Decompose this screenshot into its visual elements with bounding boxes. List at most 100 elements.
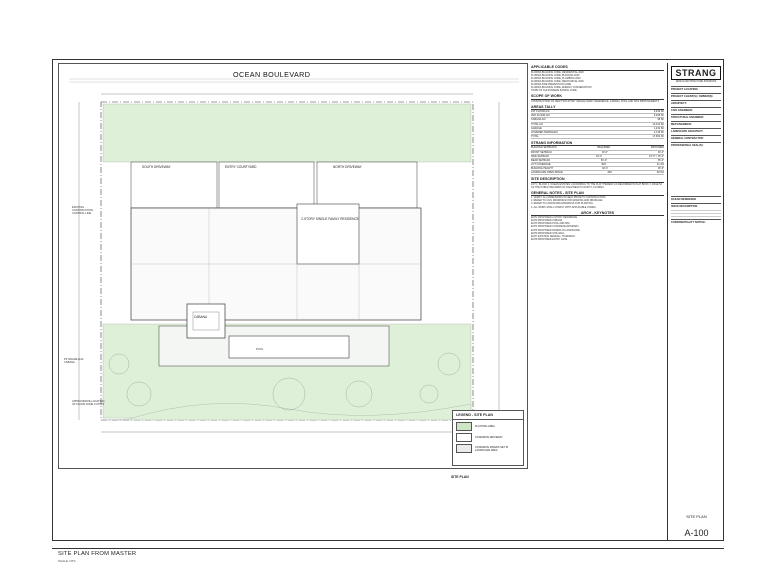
code-item: FLORIDA BUILDING CODE, ENERGY CONSERVATI…: [531, 85, 592, 89]
confidentiality-section: CONFIDENTIALITY NOTICE:: [671, 218, 721, 224]
general-note: 3. REFER TO LANDSCAPE DRAWINGS FOR PLANT…: [531, 202, 594, 206]
cabana-inner: [192, 311, 220, 331]
grid-ticks: [69, 78, 519, 83]
zoning-label: BUILDING SETBACKS: [531, 146, 557, 150]
civil-head: CIVIL ENGINEER:: [671, 108, 693, 112]
entry-courtyard-label: ENTRY COURTYARD: [225, 165, 257, 169]
area-label: 1ST FLOOR A/C: [531, 110, 550, 114]
keynote-item: ECH5 PROPOSED PAVERS IN LANDSCAPE: [531, 228, 580, 232]
applicable-codes-title: APPLICABLE CODES: [531, 65, 664, 71]
site-description-text: LOT 1, BLOCK 2, OCEAN ESTATES, ACCORDING…: [531, 182, 662, 189]
area-value: 1,231 SF: [653, 126, 664, 130]
structural-head: STRUCTURAL ENGINEER:: [671, 115, 704, 119]
table-row: 2ND FLOOR A/C 6,045 SF: [531, 114, 664, 119]
pump-note: PP GRADE ALM CABANA: [64, 358, 84, 364]
footer-scale: SCALE: NTS: [58, 559, 76, 563]
zoning-required: 15'-0": [596, 154, 603, 158]
area-value: 6,045 SF: [653, 114, 664, 118]
zoning-required: 50'-0": [600, 158, 608, 162]
area-value: 6,919 SF: [653, 110, 664, 114]
zoning-provided: 60'-0": [657, 150, 664, 154]
seal-section: PROFESSIONAL SEAL(S):: [671, 141, 721, 194]
general-note: 1. VERIFY ALL DIMENSIONS IN FIELD PRIOR …: [531, 196, 606, 200]
confidentiality-head: CONFIDENTIALITY NOTICE:: [671, 220, 706, 224]
title-block: STRANG DESIGN ARCHITECTURE INTERIORS PRO…: [667, 63, 724, 541]
sheet-number: A-100: [684, 528, 709, 538]
table-row: REAR SETBACK 50'-0" 86'-0": [531, 159, 664, 163]
project-location-head: PROJECT LOCATION:: [671, 87, 699, 91]
table-row: GARAGE 1,231 SF: [531, 127, 664, 131]
notes-column: APPLICABLE CODES FLORIDA BUILDING CODE, …: [531, 63, 664, 536]
code-item: FLORIDA BUILDING CODE, MECHANICAL 2020: [531, 79, 584, 83]
zoning-provided: 21.4%: [656, 162, 664, 166]
area-value: 48 SF: [657, 118, 664, 122]
keynote-item: ECH4 PROPOSED CONCRETE DRIVEWAY: [531, 225, 579, 229]
structural-section: STRUCTURAL ENGINEER:: [671, 113, 721, 119]
civil-section: CIVIL ENGINEER:: [671, 106, 721, 112]
legend-swatch-planting: [456, 422, 472, 431]
zoning-label: REAR SETBACK: [531, 158, 551, 162]
general-notes-title: GENERAL NOTES - SITE PLAN: [531, 191, 664, 197]
zoning-provided: 86'-0": [657, 158, 664, 162]
area-tally-title: AREAS TALLY: [531, 105, 664, 111]
zoning-required: 30'-0": [602, 166, 609, 170]
client-head: PROJECT CLIENT(S) / OWNER(S):: [671, 94, 714, 98]
firm-subtitle: DESIGN ARCHITECTURE INTERIORS: [675, 81, 717, 83]
scope-title: SCOPE OF WORK: [531, 94, 664, 100]
mep-head: MEP ENGINEER:: [671, 122, 692, 126]
legend-item: CONCRETE PAVERS SET IN LANDSCAPE AREA: [456, 444, 520, 453]
strang-info-title: STRANG INFORMATION: [531, 141, 664, 147]
area-label: GARAGE: [531, 126, 542, 130]
area-table: 1ST FLOOR A/C 6,919 SF 2ND FLOOR A/C 6,045…: [531, 110, 664, 139]
area-label: CABANA A/C: [531, 118, 546, 122]
seal-head: PROFESSIONAL SEAL(S):: [671, 143, 704, 147]
legend-label: CONCRETE PAVERS SET IN LANDSCAPE AREA: [475, 445, 509, 452]
project-location-section: PROJECT LOCATION:: [671, 85, 721, 91]
area-label: TOTAL A/C: [531, 122, 544, 126]
legend-label: CONCRETE DRIVEWAY: [475, 436, 503, 439]
footer-title: SITE PLAN FROM MASTER: [58, 551, 137, 557]
site-plan-drawing: [58, 63, 528, 469]
legend-swatch-concrete: [456, 433, 472, 442]
area-value: 13,012 SF: [652, 122, 664, 126]
cabana-label: CABANA: [194, 315, 208, 319]
site-description-title: SITE DESCRIPTION: [531, 177, 664, 183]
zoning-label: BUILDING HEIGHT: [531, 166, 553, 170]
north-driveway-label: NORTH DRIVEWAY: [333, 165, 362, 169]
keynote-item: ECH3 PROPOSED POOL AND SPA: [531, 222, 570, 226]
project-name-section: OCEAN RESIDENCE: [671, 195, 721, 201]
contractor-section: GENERAL CONTRACTOR:: [671, 134, 721, 140]
keynote-item: ECH2 PROPOSED CABANA: [531, 219, 563, 223]
zoning-provided: PROVIDED: [650, 146, 664, 150]
residence-footprint: [130, 203, 422, 321]
sheet-title: SITE PLAN: [686, 514, 707, 519]
trees: [108, 352, 461, 411]
landscape-section: LANDSCAPE ARCHITECT:: [671, 127, 721, 133]
footer-divider: [52, 548, 724, 549]
zoning-label: FRONT SETBACK: [531, 150, 552, 154]
client-section: PROJECT CLIENT(S) / OWNER(S):: [671, 92, 721, 98]
issue-lines: [671, 208, 721, 217]
firm-logo: STRANG: [671, 66, 721, 80]
table-row: 1ST FLOOR A/C 6,919 SF: [531, 110, 664, 115]
code-item: TOWN OF GULFSTREAM ZONING CODE: [531, 89, 577, 93]
left-note-label: EXISTING CONSTRUCTION CONTROL LINE: [72, 206, 93, 215]
residence-label: 2-STORY SINGLE FAMILY RESIDENCE: [301, 217, 359, 221]
scope-text: CONSTRUCTION OF NEW TWO-STORY SINGLE FAM…: [531, 99, 660, 103]
zoning-provided: 15'-0" / 15'-0": [649, 154, 664, 158]
area-label: 2ND FLOOR A/C: [531, 114, 551, 118]
table-row: TOTAL A/C 13,012 SF: [531, 123, 664, 127]
table-row: CABANA A/C 48 SF: [531, 118, 664, 123]
general-note: 2. REFER TO CIVIL DRAWINGS FOR GRADING A…: [531, 199, 603, 203]
architect-section: ARCHITECT:: [671, 99, 721, 105]
legend-item: PLANTING AREA: [456, 422, 520, 431]
code-item: FLORIDA FIRE PREVENTION CODE: [531, 82, 572, 86]
property-line: [100, 101, 474, 421]
